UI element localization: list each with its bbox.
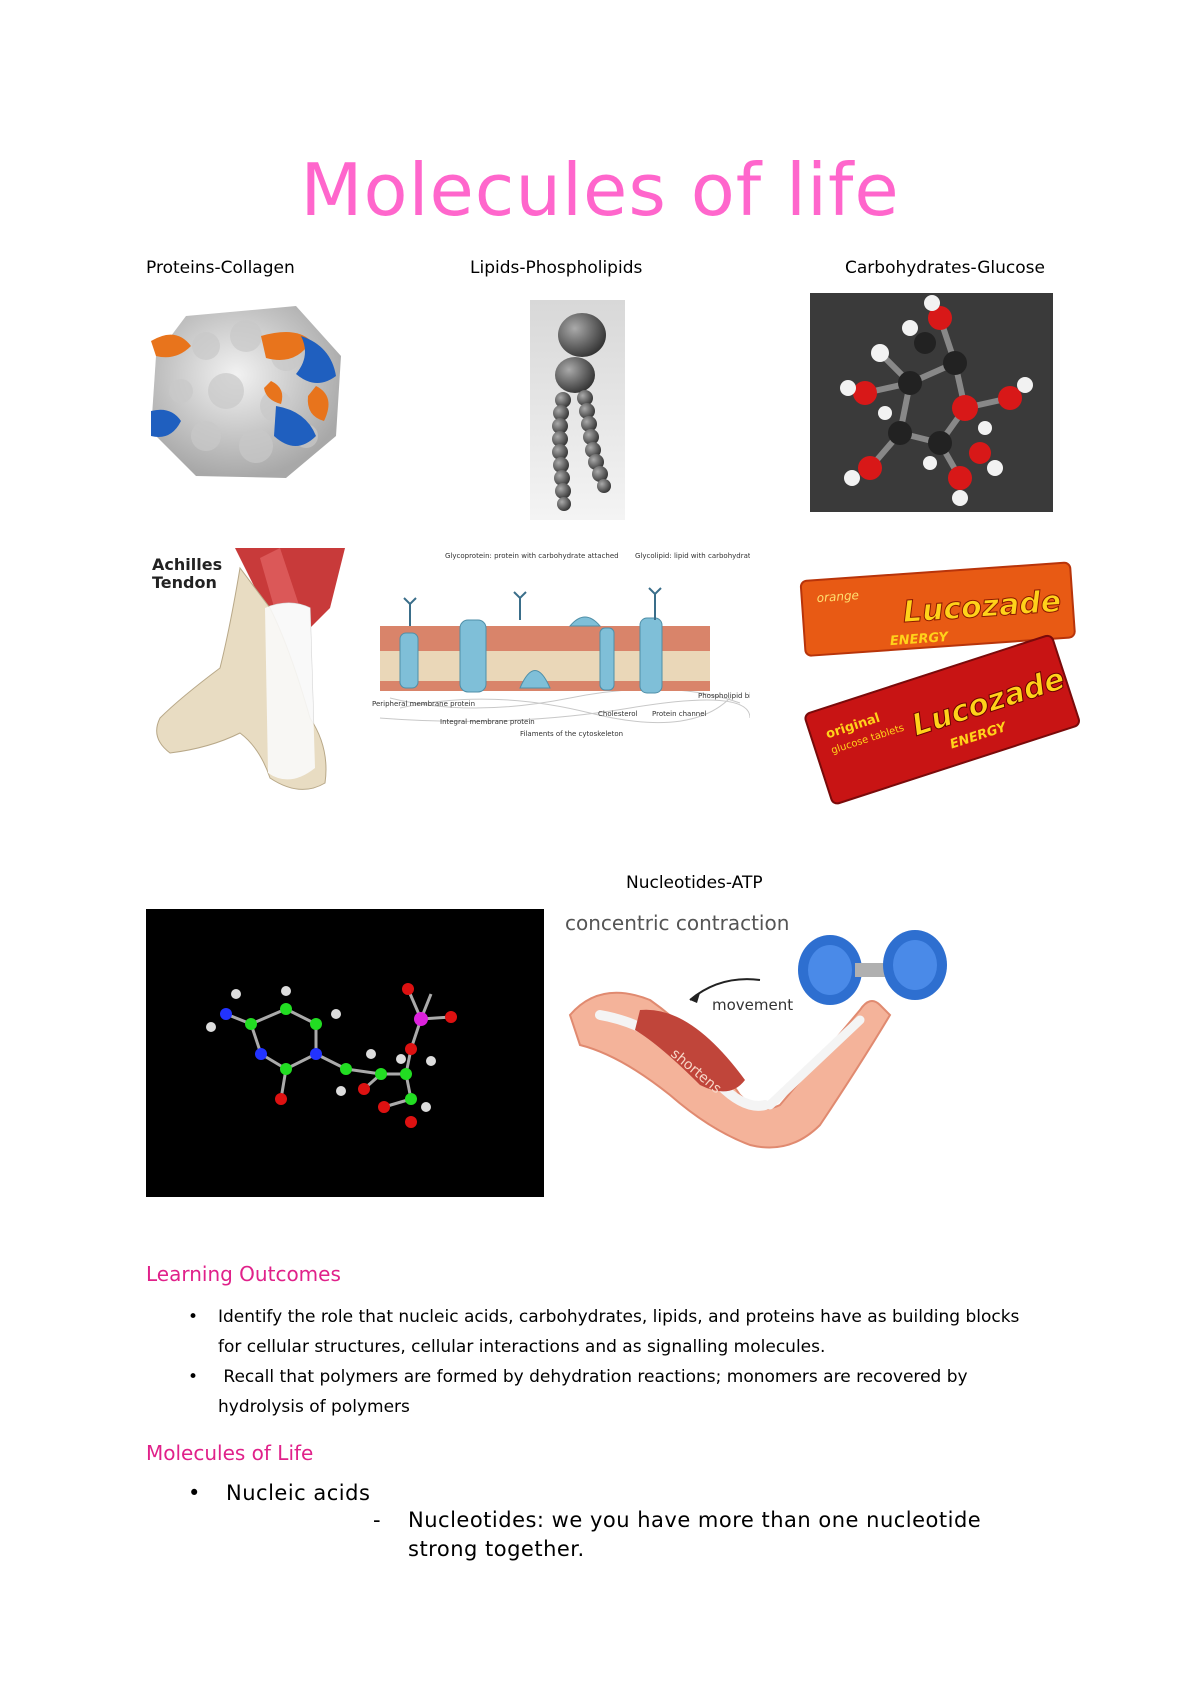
nucleotides-sub-line2: strong together.	[408, 1537, 585, 1561]
label-glycoprotein: Glycoprotein: protein with carbohydrate …	[445, 552, 619, 560]
atp-molecule-image	[146, 909, 544, 1197]
nucleotides-sub-line1: Nucleotides: we you have more than one n…	[408, 1508, 982, 1532]
learning-outcome-item: • Recall that polymers are formed by deh…	[146, 1362, 1118, 1422]
nucleic-acids-item: Nucleic acids	[226, 1481, 371, 1505]
molecules-of-life-heading: Molecules of Life	[146, 1441, 314, 1465]
page-title: Molecules of life	[300, 148, 900, 232]
lucozade-image: orange Lucozade ENERGY original glucose …	[793, 552, 1088, 807]
learning-outcomes-list: • Identify the role that nucleic acids, …	[146, 1302, 1118, 1422]
achilles-label-line1: Achilles	[152, 555, 222, 574]
learning-outcomes-heading: Learning Outcomes	[146, 1262, 341, 1286]
dash-icon: -	[373, 1508, 382, 1532]
arm-contraction-image: concentric contraction shortens movement	[560, 905, 970, 1155]
dumbbell	[798, 930, 947, 1005]
arm-diagram-title: concentric contraction	[565, 911, 789, 935]
learning-outcome-line: for cellular structures, cellular intera…	[218, 1337, 826, 1357]
bullet-icon: •	[188, 1367, 199, 1387]
caption-proteins: Proteins-Collagen	[146, 258, 295, 278]
collagen-protein-image	[146, 296, 346, 486]
achilles-tendon-image: Achilles Tendon	[150, 548, 355, 803]
label-cytoskeleton: Filaments of the cytoskeleton	[520, 730, 623, 738]
label-phospholipid-bilayer: Phospholipid bilayer	[698, 692, 750, 700]
label-peripheral-protein: Peripheral membrane protein	[372, 700, 475, 708]
glucose-model-image	[810, 293, 1053, 512]
learning-outcome-line: Identify the role that nucleic acids, ca…	[218, 1307, 1020, 1327]
label-cholesterol: Cholesterol	[598, 710, 638, 718]
achilles-label-line2: Tendon	[152, 573, 217, 592]
phospholipid-image	[530, 300, 625, 520]
cell-membrane-diagram: Glycoprotein: protein with carbohydrate …	[370, 548, 750, 743]
label-integral-protein: Integral membrane protein	[440, 718, 535, 726]
learning-outcome-item: • Identify the role that nucleic acids, …	[146, 1302, 1118, 1362]
bullet-icon: •	[188, 1481, 201, 1505]
bullet-icon: •	[188, 1307, 199, 1327]
collagen-blue-strands	[151, 336, 336, 446]
learning-outcome-line: hydrolysis of polymers	[218, 1397, 410, 1417]
caption-lipids: Lipids-Phospholipids	[470, 258, 643, 278]
label-glycolipid: Glycolipid: lipid with carbohydrate atta…	[635, 552, 750, 560]
caption-carbohydrates: Carbohydrates-Glucose	[845, 258, 1045, 278]
caption-nucleotides: Nucleotides-ATP	[626, 873, 763, 893]
lucozade-orange-flavour: orange	[816, 588, 859, 605]
arm-movement-label: movement	[712, 996, 793, 1014]
collagen-orange-strands	[151, 332, 329, 421]
label-protein-channel: Protein channel	[652, 710, 707, 718]
learning-outcome-line: Recall that polymers are formed by dehyd…	[218, 1367, 968, 1387]
lucozade-energy-front: ENERGY	[889, 630, 950, 649]
